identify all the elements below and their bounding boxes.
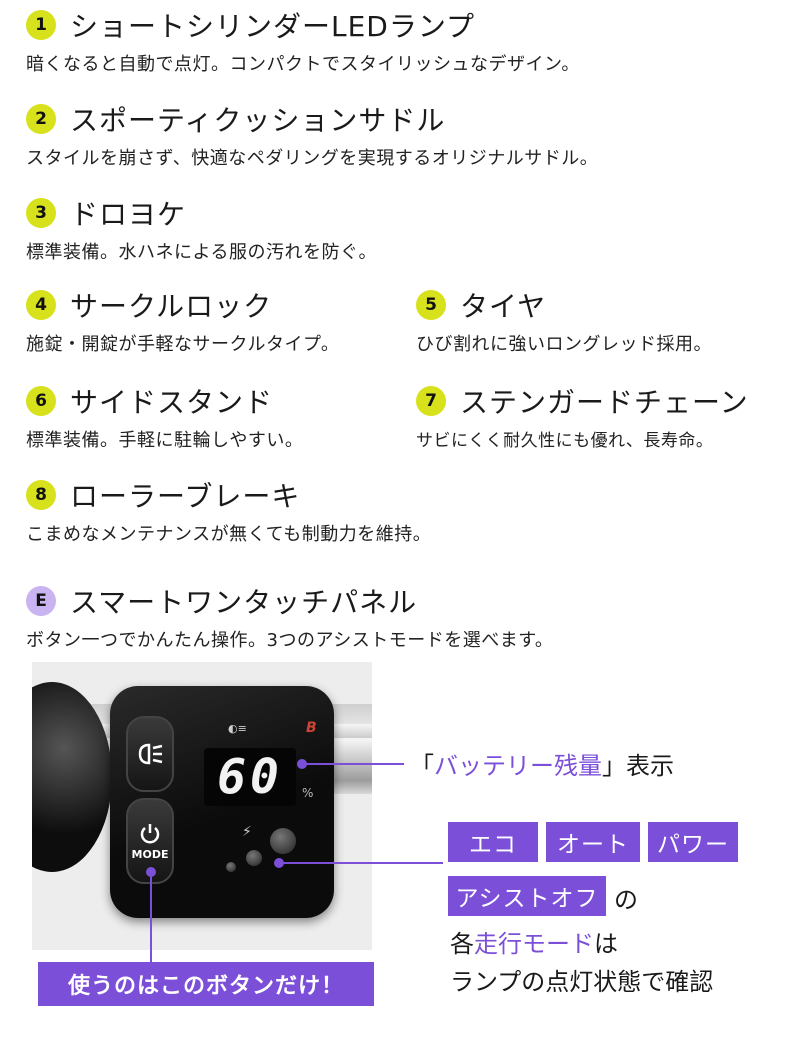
control-panel: MODE ◐≡ B 60 % ⚡ — [110, 686, 334, 918]
number-badge: 5 — [416, 290, 446, 320]
brand-logo: B — [306, 720, 317, 736]
feature-description: ひび割れに強いロングレッド採用。 — [416, 334, 712, 355]
feature-title: スマートワンタッチパネル — [70, 586, 418, 619]
panel-photo: MODE ◐≡ B 60 % ⚡ — [32, 662, 372, 950]
feature-description: 標準装備。手軽に駐輪しやすい。 — [26, 430, 304, 451]
number-badge: 1 — [26, 10, 56, 40]
light-button[interactable] — [126, 716, 174, 792]
mode-label: MODE — [131, 847, 169, 861]
feature-1: 1 ショートシリンダーLEDランプ 暗くなると自動で点灯。コンパクトでスタイリッ… — [26, 8, 580, 76]
number-badge: 2 — [26, 104, 56, 134]
feature-title: ドロヨケ — [70, 198, 187, 231]
modes-callout-line3: ランプの点灯状態で確認 — [450, 968, 714, 996]
feature-title: ローラーブレーキ — [70, 480, 301, 513]
feature-title: スポーティクッションサドル — [70, 104, 446, 137]
number-badge: 4 — [26, 290, 56, 320]
feature-6: 6 サイドスタンド 標準装備。手軽に駐輪しやすい。 — [26, 384, 303, 452]
battery-callout: 「バッテリー残量」表示 — [410, 752, 674, 780]
mode-lamp-power — [270, 828, 296, 854]
feature-description: スタイルを崩さず、快適なペダリングを実現するオリジナルサドル。 — [26, 148, 599, 169]
feature-description: こまめなメンテナンスが無くても制動力を維持。 — [26, 524, 432, 545]
button-caption: 使うのはこのボタンだけ！ — [38, 962, 374, 1006]
feature-title: タイヤ — [460, 290, 547, 323]
feature-description: ボタン一つでかんたん操作。3つのアシストモードを選べます。 — [26, 630, 554, 651]
mode-assist-off-label: アシストオフ — [448, 876, 606, 916]
mode-lamp-eco — [226, 862, 236, 872]
feature-title: ショートシリンダーLEDランプ — [70, 10, 476, 43]
percent-unit: % — [302, 786, 314, 800]
feature-title: サークルロック — [70, 290, 273, 323]
battery-display: 60 — [204, 748, 296, 806]
mode-power-label: パワー — [648, 822, 738, 862]
letter-badge: E — [26, 586, 56, 616]
feature-description: 暗くなると自動で点灯。コンパクトでスタイリッシュなデザイン。 — [26, 54, 580, 75]
number-badge: 6 — [26, 386, 56, 416]
assist-icon: ⚡ — [242, 824, 252, 840]
mode-lamp-auto — [246, 850, 262, 866]
mode-auto-label: オート — [546, 822, 640, 862]
feature-description: 標準装備。水ハネによる服の汚れを防ぐ。 — [26, 242, 377, 263]
feature-description: 施錠・開錠が手軽なサークルタイプ。 — [26, 334, 340, 355]
feature-8: 8 ローラーブレーキ こまめなメンテナンスが無くても制動力を維持。 — [26, 478, 431, 546]
power-icon — [140, 823, 160, 843]
feature-title: ステンガードチェーン — [460, 386, 749, 419]
battery-label: バッテリー残量 — [434, 752, 602, 780]
feature-5: 5 タイヤ ひび割れに強いロングレッド採用。 — [416, 288, 712, 356]
modes-suffix: の — [614, 886, 638, 914]
light-indicator-icon: ◐≡ — [228, 722, 247, 735]
modes-callout-line2: 各走行モードは — [450, 930, 618, 958]
mode-eco-label: エコ — [448, 822, 538, 862]
feature-7: 7 ステンガードチェーン サビにくく耐久性にも優れ、長寿命。 — [416, 384, 749, 451]
number-badge: 3 — [26, 198, 56, 228]
feature-description: サビにくく耐久性にも優れ、長寿命。 — [416, 431, 714, 451]
feature-4: 4 サークルロック 施錠・開錠が手軽なサークルタイプ。 — [26, 288, 339, 356]
feature-title: サイドスタンド — [70, 386, 274, 419]
feature-2: 2 スポーティクッションサドル スタイルを崩さず、快適なペダリングを実現するオリ… — [26, 102, 598, 170]
number-badge: 7 — [416, 386, 446, 416]
feature-e: E スマートワンタッチパネル ボタン一つでかんたん操作。3つのアシストモードを選… — [26, 584, 553, 652]
number-badge: 8 — [26, 480, 56, 510]
headlight-icon — [138, 743, 163, 765]
feature-3: 3 ドロヨケ 標準装備。水ハネによる服の汚れを防ぐ。 — [26, 196, 377, 264]
